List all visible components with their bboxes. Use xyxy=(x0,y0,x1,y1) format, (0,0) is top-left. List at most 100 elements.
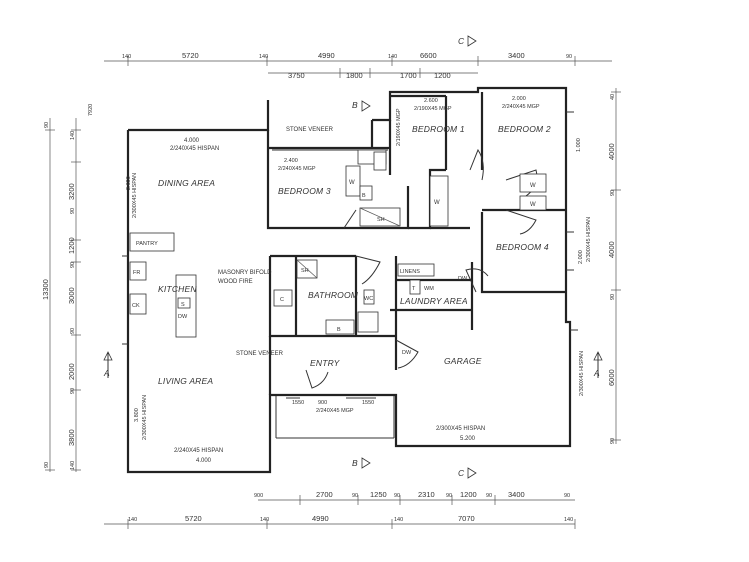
note-stone-veneer-top: STONE VENEER xyxy=(286,127,334,133)
toilet-label: WC xyxy=(364,296,373,302)
dim-right-4: 90 xyxy=(610,294,616,300)
beam-right-bed4-len: 2.000 xyxy=(578,250,584,264)
dim-left-outer-0: 90 xyxy=(44,122,50,128)
section-b-bottom: B xyxy=(352,458,358,468)
dim-left-inner-0: 140 xyxy=(70,131,76,140)
top-dimensions: 140 5720 140 4990 140 6600 3400 90 3750 … xyxy=(122,51,572,80)
bed1-robe xyxy=(429,175,449,227)
bed4-robe-label: W xyxy=(530,202,536,208)
fridge-box xyxy=(129,261,147,281)
dim-bottom-3: 4990 xyxy=(312,514,329,523)
dim-bchain-6: 90 xyxy=(446,493,452,499)
dim-left-inner-8: 90 xyxy=(70,388,76,394)
dim-left-inner-2: 90 xyxy=(70,208,76,214)
dim-top-6: 3400 xyxy=(508,51,525,60)
bed2-robe xyxy=(519,173,547,193)
dim-bottom-0: 140 xyxy=(128,517,137,523)
bed1-robe-label: W xyxy=(434,200,440,206)
dim-bchain-5: 2310 xyxy=(418,490,435,499)
note-fire-line1: MASONRY BIFOLD xyxy=(218,270,272,276)
room-dining: DINING AREA xyxy=(158,178,215,188)
beam-left-living-spec: 2/300X45 HISPAN xyxy=(142,395,148,440)
dim-bchain-7: 1200 xyxy=(460,490,477,499)
dim-left-inner-4: 90 xyxy=(70,262,76,268)
section-markers: A A B B C C xyxy=(103,35,603,479)
bathtub xyxy=(325,319,355,335)
room-bedroom-3: BEDROOM 3 xyxy=(278,186,331,196)
beam-left-living-len: 3.800 xyxy=(134,408,140,422)
beam-bed2-len: 2.000 xyxy=(512,96,526,102)
cooktop-label: CK xyxy=(132,303,140,309)
bed3-basin xyxy=(359,185,373,201)
dim-top-2: 140 xyxy=(259,54,268,60)
dim-bchain-3: 1250 xyxy=(370,490,387,499)
dimension-lines xyxy=(45,56,621,529)
section-b-top: B xyxy=(352,100,358,110)
room-labels: DINING AREA LIVING AREA KITCHEN BEDROOM … xyxy=(158,124,551,386)
dim-bchain-2: 90 xyxy=(352,493,358,499)
beam-living-spec: 2/240X45 HISPAN xyxy=(174,448,223,454)
room-bedroom-1: BEDROOM 1 xyxy=(412,124,465,134)
dim-top-7: 90 xyxy=(566,54,572,60)
dim-top-1: 5720 xyxy=(182,51,199,60)
beam-garage-len: 5.200 xyxy=(460,436,476,442)
dim-top-3: 4990 xyxy=(318,51,335,60)
beam-bed3-len: 2.400 xyxy=(284,158,298,164)
dishwasher-label: DW xyxy=(178,314,188,320)
washer-label: WM xyxy=(424,286,434,292)
dim-left-inner-6: 90 xyxy=(70,328,76,334)
left-dimensions: 90 13300 90 7920 140 3200 90 1200 90 300… xyxy=(41,104,94,470)
dim-top-4: 140 xyxy=(388,54,397,60)
section-a-right: A xyxy=(593,368,600,378)
ensuite-wc xyxy=(373,151,387,171)
room-entry: ENTRY xyxy=(310,358,341,368)
dim-left-outer-2: 90 xyxy=(44,462,50,468)
dim-bchain-9: 3400 xyxy=(508,490,525,499)
beam-right-garage-spec: 2/300X45 HISPAN xyxy=(579,351,585,396)
dim-left-top: 7920 xyxy=(88,104,94,116)
section-a-left: A xyxy=(103,368,110,378)
laundry-trough xyxy=(409,279,421,295)
pantry-box xyxy=(129,232,175,252)
right-dimensions: 40 4000 90 4000 90 6000 90 xyxy=(607,94,616,444)
entry-dw-label: DW xyxy=(402,350,412,356)
laundry-dw-label: DW xyxy=(458,276,468,282)
dim-left-inner-7: 2000 xyxy=(67,363,76,380)
bathtub-label: B xyxy=(337,327,341,333)
section-c-top: C xyxy=(458,36,465,46)
dim-right-5: 6000 xyxy=(607,369,616,386)
note-fire-line2: WOOD FIRE xyxy=(218,279,253,285)
pantry-label: PANTRY xyxy=(136,241,158,247)
section-c-bottom: C xyxy=(458,468,465,478)
cooktop-box xyxy=(129,293,147,315)
room-kitchen: KITCHEN xyxy=(158,284,197,294)
notes: STONE VENEER STONE VENEER MASONRY BIFOLD… xyxy=(218,127,334,357)
beam-bed1-spec: 2/190X45 MGP xyxy=(414,106,452,112)
dim-bchain-8: 90 xyxy=(486,493,492,499)
linen-label: LINENS xyxy=(400,269,420,275)
toilet-room xyxy=(357,311,379,333)
bed3-basin-label: B xyxy=(362,193,366,199)
dim-left-inner-10: 140 xyxy=(70,461,76,470)
sink-label: S xyxy=(181,302,185,308)
ensuite-shower-label: SH xyxy=(377,217,385,223)
fixtures: PANTRY FR CK S DW W B SH W W W SH C B WC xyxy=(129,149,547,356)
beam-specs: 4.000 2/240X45 HISPAN 2.400 2/240X45 MGP… xyxy=(126,96,592,464)
dim-bottom-1: 5720 xyxy=(185,514,202,523)
bath-shower-label: SH xyxy=(301,268,309,274)
dim-bchain-4: 90 xyxy=(394,493,400,499)
note-stone-veneer-bottom: STONE VENEER xyxy=(236,351,284,357)
dim-bottom-2: 140 xyxy=(260,517,269,523)
door-swings xyxy=(305,148,538,389)
dim-top-sub-2: 1700 xyxy=(400,71,417,80)
sink-box xyxy=(177,297,191,309)
beam-bed3-spec: 2/240X45 MGP xyxy=(278,166,316,172)
beam-living-len: 4.000 xyxy=(196,458,212,464)
room-living: LIVING AREA xyxy=(158,376,213,386)
linen-cupboard xyxy=(397,263,435,277)
dim-left-inner-9: 3800 xyxy=(67,429,76,446)
beam-garage-spec: 2/300X45 HISPAN xyxy=(436,426,485,432)
opening-marks xyxy=(122,111,578,345)
walls xyxy=(126,86,572,474)
dim-right-3: 4000 xyxy=(607,241,616,258)
